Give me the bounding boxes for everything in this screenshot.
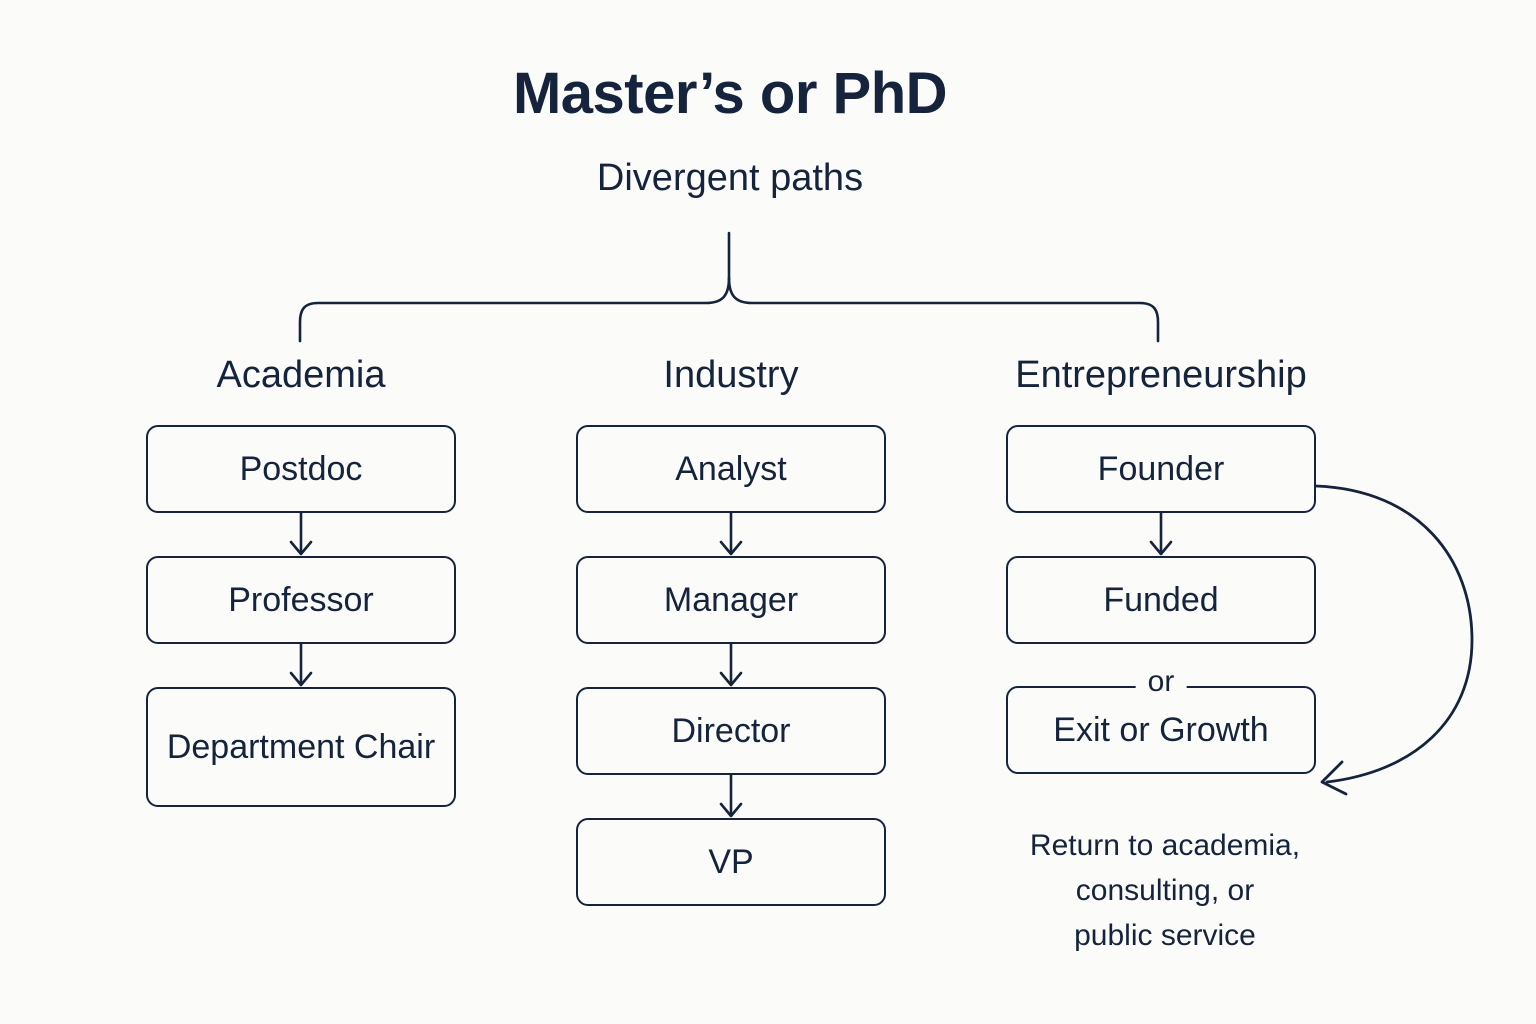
node-label: VP (708, 842, 754, 881)
node-label: Professor (228, 580, 374, 619)
node-label: Manager (663, 580, 799, 619)
column-heading-entrepreneurship: Entrepreneurship (1015, 354, 1307, 396)
node-manager[interactable]: Manager (576, 555, 886, 644)
node-director[interactable]: Director (576, 686, 886, 775)
node-label: Founder (1097, 449, 1225, 488)
arrow-analyst-to-manager (576, 511, 886, 556)
caption-line: consulting, or (1075, 874, 1255, 907)
node-label: Postdoc (239, 449, 363, 488)
node-label: Department Chair (166, 727, 436, 766)
node-exit-or-growth[interactable]: or Exit or Growth (1006, 666, 1316, 774)
arrow-founder-to-funded (1006, 511, 1316, 556)
node-label: Exit or Growth (1053, 710, 1269, 749)
page-subtitle: Divergent paths (596, 157, 864, 199)
node-vp[interactable]: VP (576, 817, 886, 906)
arrow-manager-to-director (576, 642, 886, 687)
arrow-director-to-vp (576, 773, 886, 818)
node-funded[interactable]: Funded (1006, 555, 1316, 644)
column-heading-industry: Industry (663, 354, 799, 396)
column-entrepreneurship: Entrepreneurship Founder Funded or Exit … (1006, 354, 1316, 774)
node-label: Analyst (675, 449, 787, 488)
arrow-professor-to-department-chair (146, 642, 456, 687)
node-department-chair[interactable]: Department Chair (146, 686, 456, 807)
caption-line: public service (1074, 919, 1256, 952)
or-legend-label: or (1135, 666, 1187, 697)
column-academia: Academia Postdoc Professor (146, 354, 456, 807)
caption-line: Return to academia, (1029, 829, 1301, 862)
page-title: Master’s or PhD (512, 61, 948, 126)
node-founder[interactable]: Founder (1006, 424, 1316, 513)
node-postdoc[interactable]: Postdoc (146, 424, 456, 513)
entrepreneurship-caption: Return to academia, consulting, or publi… (975, 823, 1355, 958)
node-analyst[interactable]: Analyst (576, 424, 886, 513)
node-professor[interactable]: Professor (146, 555, 456, 644)
node-label: Director (671, 711, 791, 750)
node-label: Funded (1103, 580, 1219, 619)
column-heading-academia: Academia (216, 354, 386, 396)
column-industry: Industry Analyst Manager (576, 354, 886, 906)
arrow-postdoc-to-professor (146, 511, 456, 556)
